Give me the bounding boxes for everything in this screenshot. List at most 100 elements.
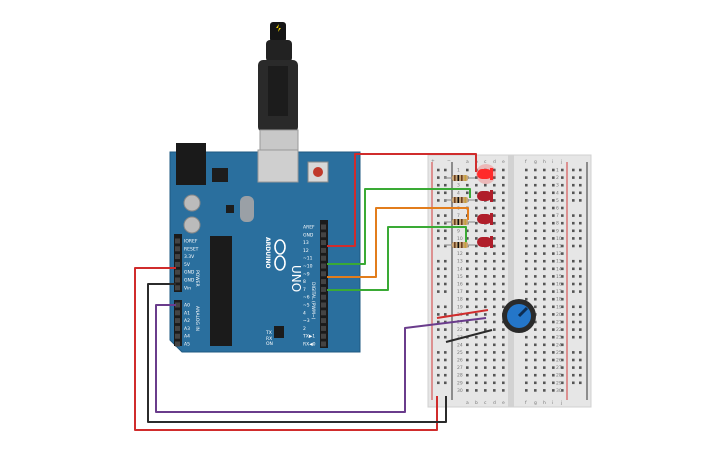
breadboard-hole[interactable] (543, 259, 546, 263)
resistor[interactable] (452, 242, 468, 248)
breadboard-hole[interactable] (561, 214, 564, 217)
breadboard-hole[interactable] (466, 297, 469, 301)
breadboard-hole[interactable] (502, 206, 505, 210)
breadboard-hole[interactable] (534, 358, 537, 362)
breadboard-hole[interactable] (493, 199, 496, 202)
breadboard-hole[interactable] (475, 267, 478, 271)
breadboard-hole[interactable] (552, 244, 555, 248)
breadboard-hole[interactable] (561, 267, 564, 271)
breadboard-hole[interactable] (525, 297, 528, 301)
breadboard-hole[interactable] (475, 313, 478, 316)
breadboard-hole[interactable] (561, 328, 564, 331)
rail-hole[interactable] (437, 328, 440, 331)
breadboard-hole[interactable] (534, 275, 537, 278)
led[interactable] (477, 236, 493, 248)
rail-hole[interactable] (579, 168, 582, 172)
rail-hole[interactable] (579, 358, 582, 362)
breadboard-hole[interactable] (552, 313, 555, 316)
breadboard-hole[interactable] (493, 176, 496, 179)
breadboard-hole[interactable] (493, 358, 496, 362)
breadboard-hole[interactable] (543, 297, 546, 301)
breadboard-hole[interactable] (502, 183, 505, 187)
rail-hole[interactable] (437, 199, 440, 202)
rail-hole[interactable] (579, 229, 582, 233)
breadboard-hole[interactable] (484, 275, 487, 278)
breadboard-hole[interactable] (525, 237, 528, 240)
breadboard-hole[interactable] (552, 176, 555, 179)
breadboard-hole[interactable] (543, 183, 546, 187)
breadboard-hole[interactable] (466, 313, 469, 316)
rail-hole[interactable] (437, 176, 440, 179)
breadboard-hole[interactable] (502, 237, 505, 240)
breadboard-hole[interactable] (475, 290, 478, 293)
breadboard-hole[interactable] (475, 351, 478, 354)
breadboard-hole[interactable] (466, 373, 469, 377)
breadboard-hole[interactable] (543, 252, 546, 255)
breadboard-hole[interactable] (534, 206, 537, 210)
breadboard-hole[interactable] (543, 214, 546, 217)
rail-hole[interactable] (437, 335, 440, 339)
breadboard-hole[interactable] (502, 168, 505, 172)
breadboard-hole[interactable] (534, 229, 537, 233)
breadboard-hole[interactable] (466, 320, 469, 324)
breadboard-hole[interactable] (484, 252, 487, 255)
breadboard-hole[interactable] (502, 221, 505, 225)
rail-hole[interactable] (444, 183, 447, 187)
rail-hole[interactable] (437, 282, 440, 286)
resistor[interactable] (452, 219, 468, 225)
breadboard-hole[interactable] (475, 275, 478, 278)
breadboard-hole[interactable] (534, 351, 537, 354)
breadboard-hole[interactable] (466, 389, 469, 392)
breadboard-hole[interactable] (484, 183, 487, 187)
breadboard-hole[interactable] (484, 389, 487, 392)
breadboard-hole[interactable] (534, 328, 537, 331)
rail-hole[interactable] (437, 183, 440, 187)
rail-hole[interactable] (572, 183, 575, 187)
rail-hole[interactable] (579, 176, 582, 179)
breadboard-hole[interactable] (502, 229, 505, 233)
breadboard-hole[interactable] (484, 328, 487, 331)
breadboard-hole[interactable] (534, 267, 537, 271)
rail-hole[interactable] (579, 259, 582, 263)
breadboard-hole[interactable] (493, 328, 496, 331)
breadboard-hole[interactable] (561, 275, 564, 278)
rail-hole[interactable] (437, 381, 440, 385)
breadboard-hole[interactable] (561, 297, 564, 301)
rail-hole[interactable] (572, 199, 575, 202)
rail-hole[interactable] (444, 351, 447, 354)
breadboard-hole[interactable] (502, 373, 505, 377)
breadboard-hole[interactable] (475, 252, 478, 255)
rail-hole[interactable] (572, 328, 575, 331)
breadboard-hole[interactable] (502, 335, 505, 339)
rail-hole[interactable] (572, 381, 575, 385)
breadboard-hole[interactable] (484, 366, 487, 369)
breadboard-hole[interactable] (534, 252, 537, 255)
led[interactable] (477, 190, 493, 202)
rail-hole[interactable] (444, 358, 447, 362)
breadboard-hole[interactable] (525, 214, 528, 217)
breadboard-hole[interactable] (552, 358, 555, 362)
breadboard-hole[interactable] (534, 221, 537, 225)
rail-hole[interactable] (437, 214, 440, 217)
rail-hole[interactable] (444, 335, 447, 339)
breadboard-hole[interactable] (475, 358, 478, 362)
rail-hole[interactable] (579, 351, 582, 354)
rail-hole[interactable] (579, 244, 582, 248)
breadboard-hole[interactable] (552, 191, 555, 195)
breadboard-hole[interactable] (525, 381, 528, 385)
led[interactable] (477, 213, 493, 225)
breadboard-hole[interactable] (493, 320, 496, 324)
rail-hole[interactable] (572, 313, 575, 316)
rail-hole[interactable] (579, 381, 582, 385)
breadboard-hole[interactable] (475, 176, 478, 179)
breadboard-hole[interactable] (534, 176, 537, 179)
breadboard-hole[interactable] (484, 290, 487, 293)
breadboard-hole[interactable] (552, 343, 555, 347)
breadboard-hole[interactable] (466, 229, 469, 233)
breadboard-hole[interactable] (525, 176, 528, 179)
rail-hole[interactable] (572, 244, 575, 248)
breadboard[interactable]: + − 112233445566778899101011111212131314… (427, 154, 592, 408)
breadboard-hole[interactable] (475, 214, 478, 217)
breadboard-hole[interactable] (475, 199, 478, 202)
breadboard-hole[interactable] (543, 267, 546, 271)
